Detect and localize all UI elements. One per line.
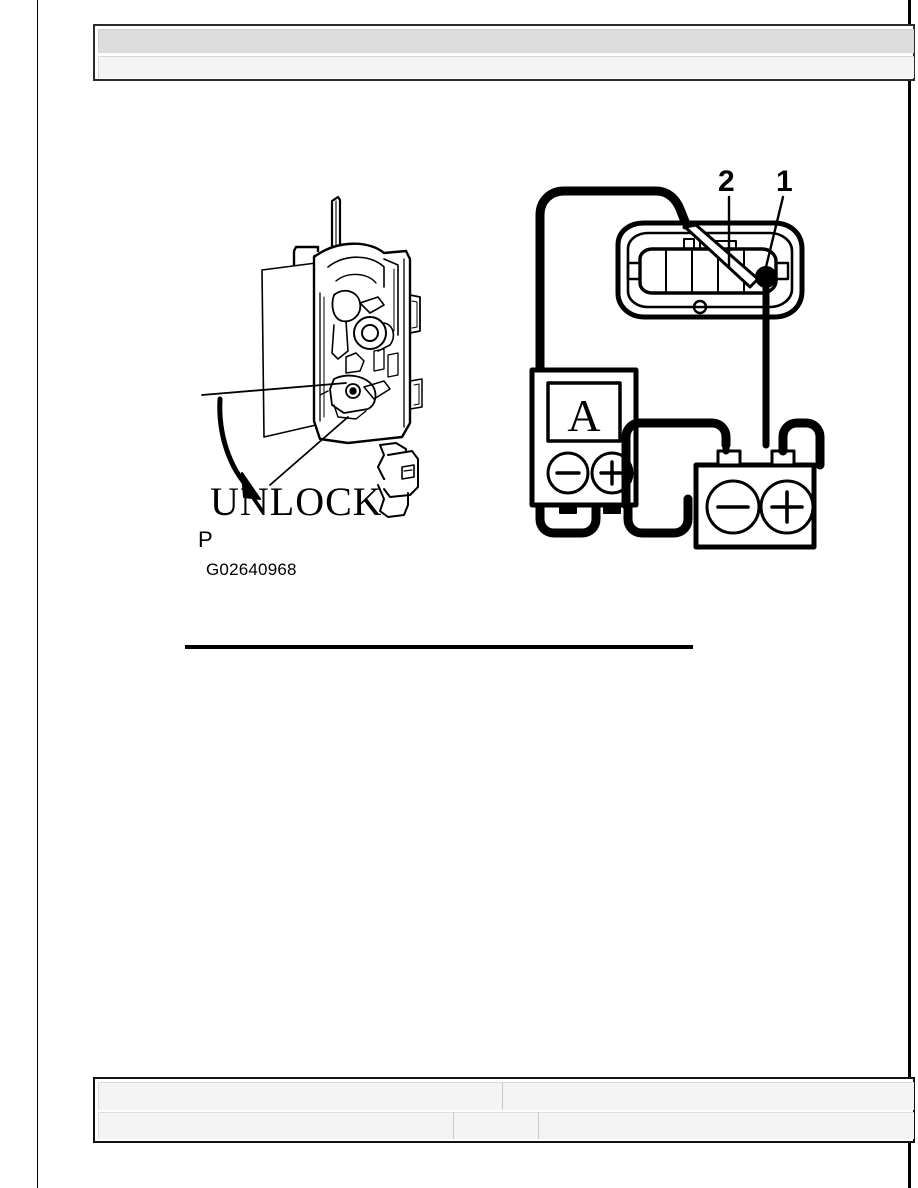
battery-right-lead xyxy=(778,418,825,470)
ammeter-display-label: A xyxy=(567,390,600,441)
unlock-arrow-curve xyxy=(217,396,253,492)
figure-svg: UNLOCK P xyxy=(198,165,825,552)
battery-negative-lead xyxy=(621,418,731,510)
callout-label-1: 1 xyxy=(776,165,793,198)
footer-cell-top-left xyxy=(98,1082,502,1110)
meter-lead-wire-left xyxy=(535,186,693,375)
header-panel xyxy=(93,24,915,81)
meter-lead-wire-bottom-right xyxy=(623,494,693,538)
page-sheet: UNLOCK P xyxy=(37,0,915,1188)
door-lock-actuator-drawing xyxy=(201,195,423,518)
lock-body xyxy=(312,242,412,445)
footer-cell-bottom-middle xyxy=(453,1112,538,1139)
footer-panel xyxy=(93,1077,915,1143)
p-label: P xyxy=(198,527,213,552)
footer-cell-bottom-right xyxy=(538,1112,914,1139)
leader-line-unlock xyxy=(269,416,349,486)
leader-line-left xyxy=(201,382,347,396)
header-subtitle-bar xyxy=(98,56,914,78)
unlock-label: UNLOCK xyxy=(210,479,383,524)
footer-row-top xyxy=(98,1082,914,1110)
unlock-arrow-head xyxy=(241,472,261,500)
connector-test-circuit-drawing xyxy=(529,186,825,550)
footer-cell-top-right xyxy=(502,1082,914,1110)
figure-caption-id: G02640968 xyxy=(206,560,297,579)
callout-label-2: 2 xyxy=(718,165,735,198)
footer-cell-bottom-left xyxy=(98,1112,453,1139)
lock-base-plate xyxy=(261,262,317,438)
header-title-bar xyxy=(98,29,914,53)
callout-1-leader xyxy=(764,195,785,269)
figure-illustration: UNLOCK P xyxy=(188,155,828,595)
battery-device xyxy=(693,433,817,550)
connector-housing xyxy=(615,220,805,320)
section-divider-rule xyxy=(185,645,693,649)
meter-lead-wire-bottom-left xyxy=(535,485,601,538)
footer-row-bottom xyxy=(98,1112,914,1139)
